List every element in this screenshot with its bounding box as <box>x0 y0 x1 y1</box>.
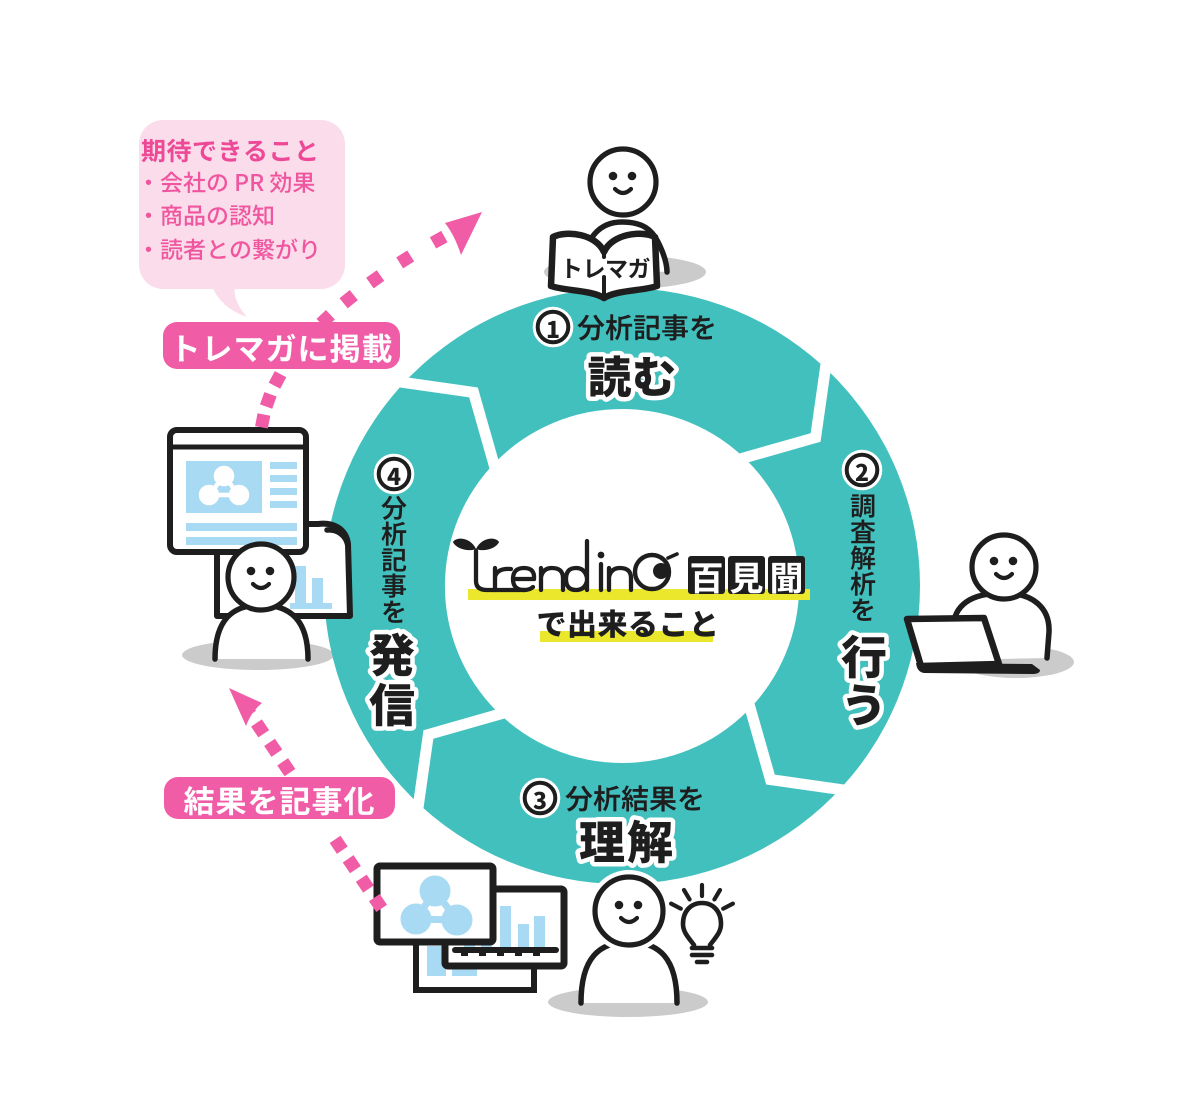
svg-text:信: 信 <box>369 670 415 736</box>
svg-text:・読者との繋がり: ・読者との繋がり <box>137 231 321 265</box>
svg-text:聞: 聞 <box>770 552 804 601</box>
svg-text:析: 析 <box>850 565 876 602</box>
svg-text:う: う <box>841 670 887 736</box>
svg-text:析: 析 <box>381 515 407 552</box>
svg-text:発: 発 <box>369 620 415 686</box>
svg-text:で出来ること: で出来ること <box>537 600 720 644</box>
svg-text:記: 記 <box>381 541 407 578</box>
svg-text:結果を記事化: 結果を記事化 <box>184 777 376 822</box>
svg-text:・会社の PR 効果: ・会社の PR 効果 <box>137 164 315 198</box>
svg-text:行: 行 <box>841 622 887 688</box>
svg-text:見: 見 <box>730 552 764 601</box>
svg-text:理解: 理解 <box>579 807 675 873</box>
svg-text:を: を <box>850 591 876 628</box>
svg-text:解: 解 <box>850 539 876 576</box>
svg-text:期待できること: 期待できること <box>141 132 320 168</box>
svg-text:百: 百 <box>690 552 724 601</box>
svg-text:分析結果を: 分析結果を <box>565 778 705 818</box>
svg-text:を: を <box>381 593 407 630</box>
svg-text:4: 4 <box>387 458 401 492</box>
svg-text:1: 1 <box>546 311 560 345</box>
svg-text:トレマガに掲載: トレマガに掲載 <box>170 324 394 369</box>
svg-text:トレマガ: トレマガ <box>560 250 651 284</box>
svg-text:2: 2 <box>855 454 869 488</box>
svg-text:査: 査 <box>850 513 876 550</box>
svg-text:3: 3 <box>533 782 547 816</box>
svg-text:・商品の認知: ・商品の認知 <box>137 197 275 231</box>
svg-text:読む: 読む <box>588 342 677 406</box>
svg-text:調: 調 <box>850 487 876 524</box>
svg-text:分: 分 <box>381 489 407 526</box>
svg-text:事: 事 <box>381 567 407 604</box>
svg-text:分析記事を: 分析記事を <box>577 307 717 347</box>
